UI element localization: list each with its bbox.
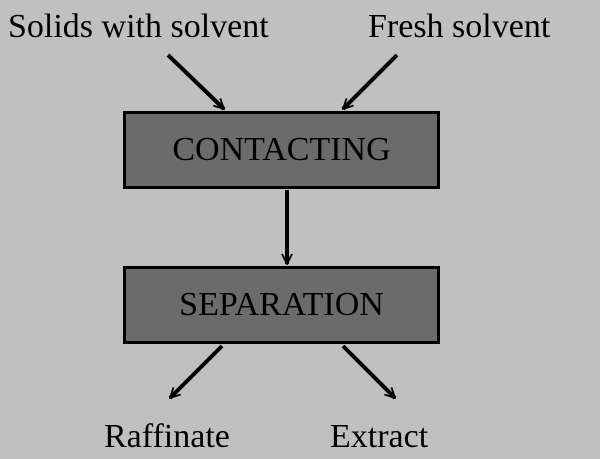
contacting-stage-box: CONTACTING [123, 111, 440, 189]
arrow-fresh-solvent-to-contacting [343, 53, 399, 109]
arrow-separation-to-extract [341, 344, 395, 398]
arrow-separation-to-raffinate [170, 344, 224, 398]
separation-stage-label: SEPARATION [179, 286, 384, 323]
output-label-extract: Extract [330, 418, 429, 455]
input-label-fresh-solvent: Fresh solvent [368, 8, 551, 45]
arrow-solids-to-contacting [166, 53, 224, 111]
input-label-solids-with-solvent: Solids with solvent [8, 8, 269, 45]
output-label-raffinate: Raffinate [104, 418, 230, 455]
separation-stage-box: SEPARATION [123, 266, 440, 344]
contacting-stage-label: CONTACTING [172, 131, 391, 168]
